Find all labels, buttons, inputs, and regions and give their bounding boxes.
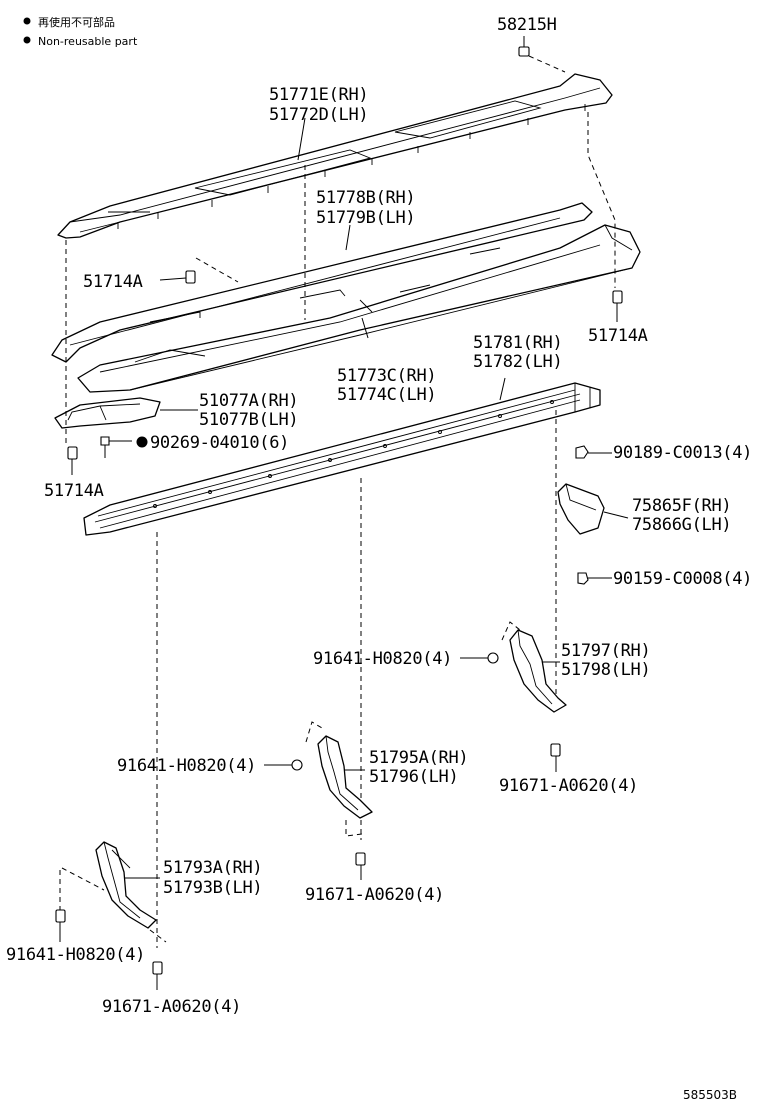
label-51797: 51797(RH) (561, 641, 650, 661)
nut-91641-a (460, 652, 499, 664)
label-91671-b: 91671-A0620(4) (305, 885, 444, 905)
label-51774c: 51774C(LH) (337, 385, 436, 405)
label-51714a-top: 51714A (83, 272, 143, 292)
label-51796: 51796(LH) (369, 767, 458, 787)
bracket-51795a (305, 721, 373, 837)
step-cover-51778b (51, 202, 593, 363)
running-board-51773c (77, 224, 641, 393)
label-90159: 90159-C0008(4) (613, 569, 752, 589)
label-51077b: 51077B(LH) (199, 410, 298, 430)
label-91641-b: 91641-H0820(4) (117, 756, 256, 776)
label-51773c: 51773C(RH) (337, 366, 436, 386)
label-51782: 51782(LH) (473, 352, 562, 372)
legend-japanese: 再使用不可部品 (38, 15, 115, 29)
label-91641-a: 91641-H0820(4) (313, 649, 452, 669)
label-51714a-right: 51714A (588, 326, 648, 346)
label-91671-c: 91671-A0620(4) (102, 997, 241, 1017)
non-reusable-mark-icon (23, 17, 31, 25)
label-51714a-left: 51714A (44, 481, 104, 501)
label-51778b: 51778B(RH) (316, 188, 415, 208)
nut-91641-c (55, 870, 66, 942)
legend: 再使用不可部品 Non-reusable part (23, 15, 138, 48)
label-91641-c: 91641-H0820(4) (6, 945, 145, 965)
clip-51714a-right (612, 290, 623, 322)
label-51793a: 51793A(RH) (163, 858, 262, 878)
label-51771e: 51771E(RH) (269, 85, 368, 105)
guide-lines-upper (65, 112, 616, 445)
non-reusable-mark-icon (136, 436, 148, 448)
bracket-51077a (54, 397, 198, 429)
clip-51714a-top (159, 257, 239, 284)
label-51772d: 51772D(LH) (269, 105, 368, 125)
label-90269: 90269-04010(6) (150, 433, 289, 453)
label-51077a: 51077A(RH) (199, 391, 298, 411)
nut-90189 (575, 445, 612, 459)
clip-58215h (518, 36, 566, 73)
bolt-90159 (577, 572, 612, 585)
label-51793b: 51793B(LH) (163, 878, 262, 898)
part-labels: 58215H 51771E(RH) 51772D(LH) 51778B(RH) … (6, 15, 752, 1017)
guide-lines-lower (156, 410, 557, 948)
label-51781: 51781(RH) (473, 333, 562, 353)
bolt-90269 (100, 436, 148, 458)
bolt-91671-a (550, 743, 561, 772)
label-91671-a: 91671-A0620(4) (499, 776, 638, 796)
nut-91641-b (264, 759, 303, 771)
bracket-51793a (61, 841, 167, 943)
bolt-91671-c (152, 961, 163, 990)
label-58215h: 58215H (497, 15, 557, 35)
bolt-91671-b (355, 852, 366, 880)
label-51795a: 51795A(RH) (369, 748, 468, 768)
label-51779b: 51779B(LH) (316, 208, 415, 228)
label-51798: 51798(LH) (561, 660, 650, 680)
label-75865f: 75865F(RH) (632, 496, 731, 516)
label-75866g: 75866G(LH) (632, 515, 731, 535)
step-molding-51771e (57, 73, 613, 239)
non-reusable-mark-icon (23, 36, 31, 44)
label-90189: 90189-C0013(4) (613, 443, 752, 463)
legend-english: Non-reusable part (38, 35, 138, 48)
leader-lines (297, 117, 506, 401)
diagram-code: 585503B (683, 1088, 737, 1102)
bracket-51797 (501, 621, 567, 713)
end-cap-75865f (557, 483, 629, 535)
clip-51714a-left (67, 446, 78, 475)
step-rail-51781 (83, 382, 601, 536)
